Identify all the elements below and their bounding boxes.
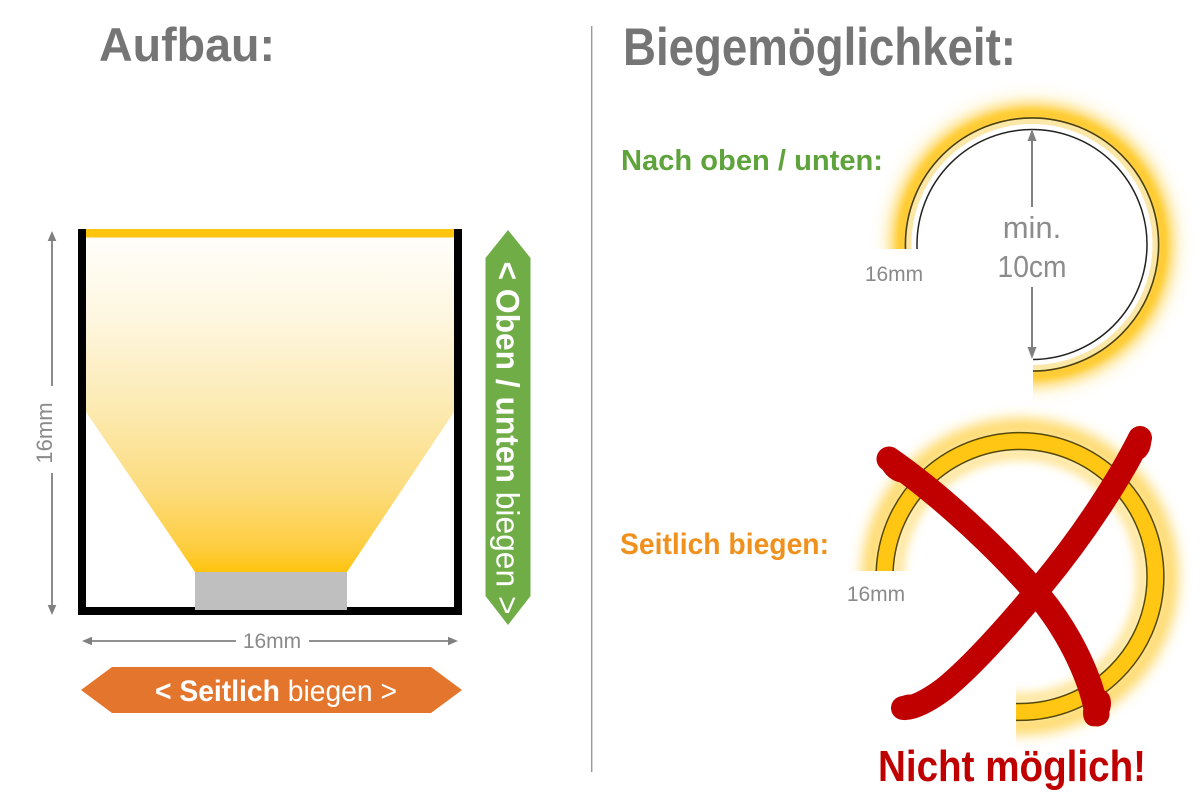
svg-text:10cm: 10cm: [998, 249, 1067, 284]
svg-text:< Seitlich biegen >: < Seitlich biegen >: [155, 675, 397, 708]
svg-text:Aufbau:: Aufbau:: [99, 18, 275, 71]
svg-text:16mm: 16mm: [32, 402, 57, 463]
svg-text:< Oben / unten biegen >: < Oben / unten biegen >: [490, 262, 526, 615]
svg-text:Nach oben / unten:: Nach oben / unten:: [621, 145, 883, 177]
svg-text:16mm: 16mm: [847, 583, 905, 606]
svg-text:Biegemöglichkeit:: Biegemöglichkeit:: [623, 18, 1016, 77]
svg-text:Seitlich biegen:: Seitlich biegen:: [620, 528, 829, 561]
svg-text:Nicht möglich!: Nicht möglich!: [878, 743, 1146, 791]
svg-text:min.: min.: [1003, 210, 1062, 245]
svg-text:16mm: 16mm: [865, 263, 923, 286]
svg-text:16mm: 16mm: [243, 630, 301, 653]
